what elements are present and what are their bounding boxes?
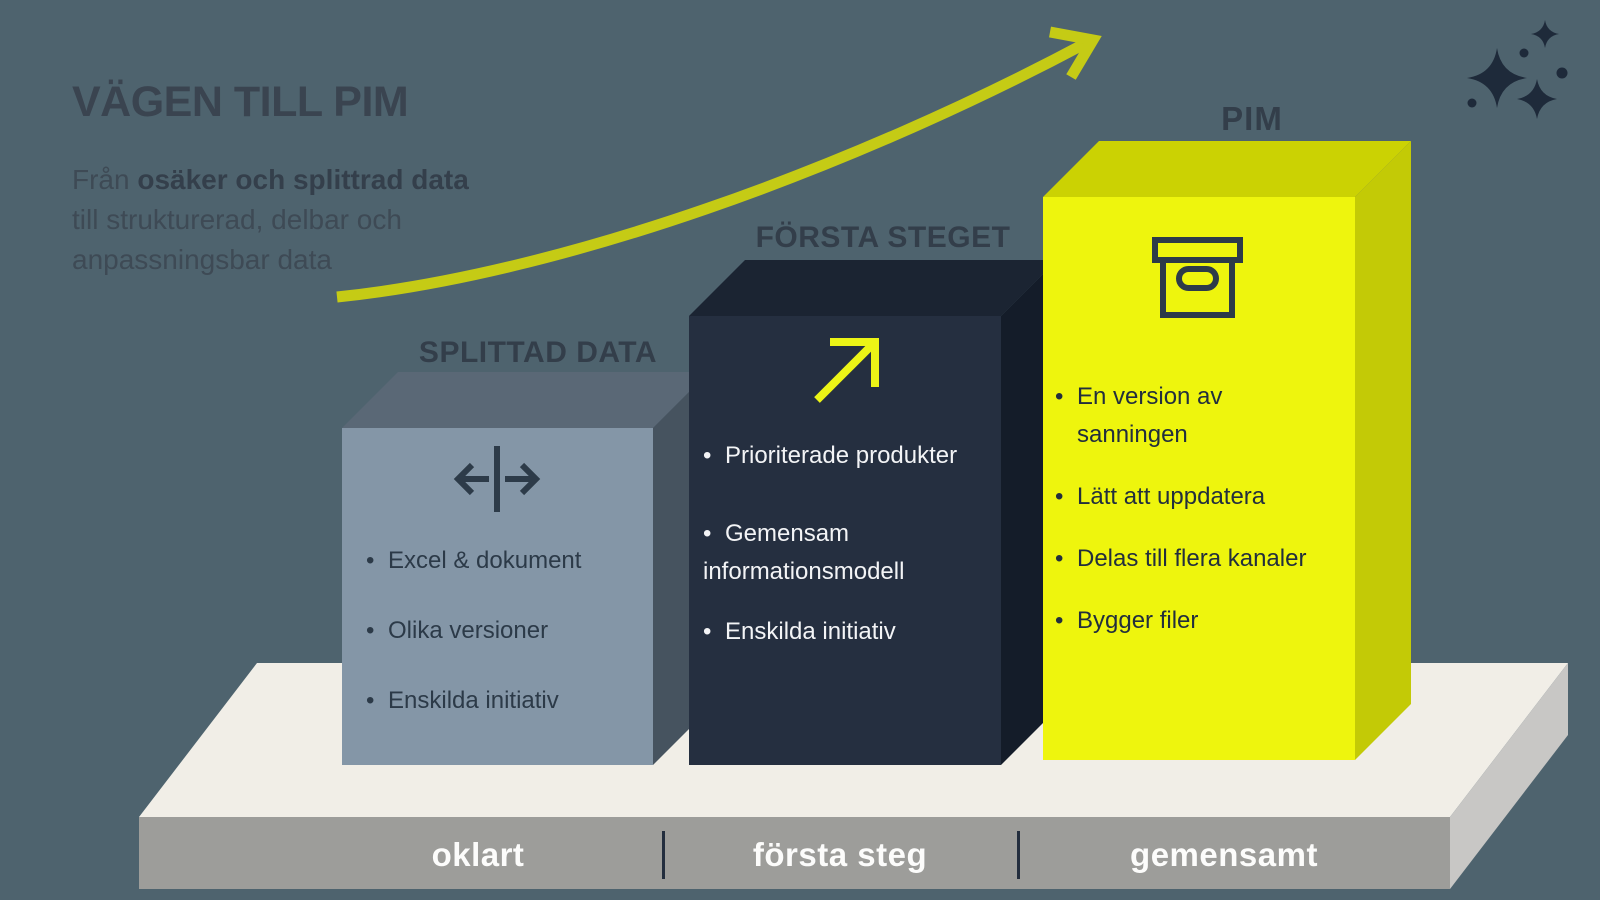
bullet-dot: • (366, 617, 375, 644)
stage-label-pim: PIM (1221, 100, 1283, 137)
list-item: •informationsmodell (703, 556, 998, 588)
list-item-text: Prioriterade produkter (725, 442, 958, 469)
split-arrows-icon (453, 446, 541, 512)
bullet-dot: • (1055, 483, 1064, 510)
list-item-text: sanningen (1077, 421, 1188, 448)
subtitle-pre: Från (72, 164, 138, 195)
list-item: • Enskilda initiativ (366, 686, 646, 716)
list-item: • Bygger filer (1055, 606, 1355, 636)
list-item-text: Bygger filer (1077, 607, 1199, 634)
forsta-steget-list: •Prioriterade produkter•Gemensam•informa… (703, 440, 998, 648)
list-item-text: informationsmodell (703, 558, 905, 585)
growth-arrow-head (1048, 26, 1102, 80)
box2-front-face (689, 316, 1001, 765)
list-item-text: Enskilda initiativ (388, 687, 559, 714)
list-item-text: En version av (1077, 383, 1223, 410)
platform-front-face (139, 817, 1450, 889)
subtitle-bold: osäker och splittrad data (137, 164, 469, 195)
bullet-dot: • (703, 520, 712, 547)
archive-box-icon (1152, 237, 1243, 318)
bullet-dot: • (1055, 545, 1064, 572)
platform-divider (1017, 831, 1020, 879)
list-item-text: Gemensam (725, 520, 850, 547)
list-item-text: Excel & dokument (388, 547, 582, 574)
list-item: • Enskilda initiativ (703, 616, 998, 648)
subtitle-line2: till strukturerad, delbar och (72, 204, 402, 235)
bullet-dot: • (366, 687, 375, 714)
platform-label-forsta-steg: första steg (752, 836, 928, 873)
platform-divider (662, 831, 665, 879)
stage-label-splittad-data: SPLITTAD DATA (418, 336, 658, 369)
bullet-dot: • (1055, 607, 1064, 634)
list-item: •sanningen (1055, 420, 1355, 450)
box2-top-face (689, 260, 1057, 316)
box3-top-face (1043, 141, 1411, 197)
bullet-dot: • (366, 547, 375, 574)
list-item: • Gemensam (703, 518, 998, 550)
platform-right-face (1450, 663, 1568, 889)
platform-label-gemensamt: gemensamt (1130, 836, 1318, 873)
list-item: • Olika versioner (366, 616, 646, 646)
box3-side-face (1355, 141, 1411, 760)
box-forsta-steget (689, 260, 1057, 765)
list-item-text: Lätt att uppdatera (1077, 483, 1266, 510)
splittad-data-list: • Excel & dokument • Olika versioner • Enskil… (366, 546, 646, 716)
list-item: • Excel & dokument (366, 546, 646, 576)
platform-label-oklart: oklart (431, 836, 525, 873)
list-item-text: Enskilda initiativ (725, 618, 896, 645)
list-item-text: Delas till flera kanaler (1077, 545, 1307, 572)
list-item: • En version av (1055, 382, 1355, 412)
bullet-dot: • (703, 442, 712, 469)
list-item: • Delas till flera kanaler (1055, 544, 1355, 574)
bullet-dot: • (1055, 383, 1064, 410)
growth-arrow-shaft (336, 37, 1091, 303)
arrow-up-right-icon (814, 338, 879, 403)
subtitle: Från osäker och splittrad data till stru… (72, 160, 469, 280)
page-title: VÄGEN TILL PIM (72, 78, 409, 126)
stage-label-forsta-steget: FÖRSTA STEGET (755, 221, 1011, 254)
list-item: • Prioriterade produkter (703, 440, 998, 472)
list-item-text: Olika versioner (388, 617, 549, 644)
bullet-dot: • (703, 618, 712, 645)
sparkles-icon (1467, 20, 1568, 119)
pim-list: •En version av•sanningen•Lätt att uppdat… (1055, 382, 1355, 636)
list-item: • Lätt att uppdatera (1055, 482, 1355, 512)
growth-arrow (336, 26, 1102, 303)
subtitle-line3: anpassningsbar data (72, 244, 332, 275)
box1-top-face (342, 372, 709, 428)
